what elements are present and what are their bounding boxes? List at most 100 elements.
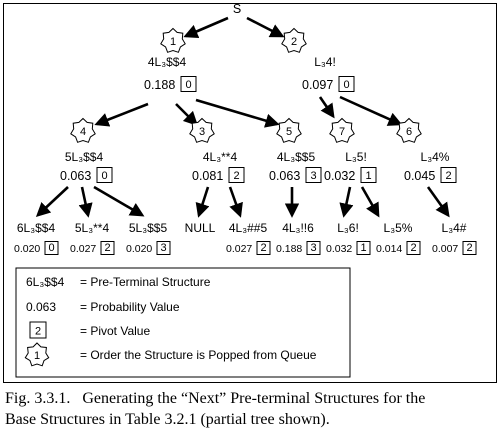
legend-prob-sample: 0.063 — [26, 300, 56, 314]
l6-pivot-value: 3 — [310, 242, 316, 254]
n6-probability: 0.045 — [404, 169, 435, 183]
n7-order-badge-icon — [329, 117, 355, 143]
l2-pivot-box — [100, 241, 115, 255]
n7-pivot-box — [360, 167, 377, 183]
l8-pivot-value: 2 — [410, 242, 416, 254]
l5-probability: 0.027 — [226, 243, 252, 255]
n7-order: 7 — [339, 126, 345, 138]
root-label: S — [233, 2, 241, 16]
edge-n3-l4 — [195, 186, 210, 218]
l7-probability: 0.032 — [326, 243, 352, 255]
l7-structure: L₃6! — [337, 221, 359, 235]
n1-pivot-value: 0 — [185, 79, 191, 91]
legend-structure-sample: 6L₃$$4 — [26, 275, 65, 289]
n4-order-badge-icon — [70, 117, 96, 143]
n1-structure: 4L₃$$4 — [148, 55, 187, 69]
legend-structure-desc: = Pre-Terminal Structure — [80, 275, 211, 289]
n4-probability: 0.063 — [60, 169, 91, 183]
legend-prob-desc: = Probability Value — [80, 300, 180, 314]
l9-structure: L₃4# — [442, 221, 467, 235]
l6-structure: 4L₃!!6 — [282, 221, 314, 235]
legend-pivot-box — [29, 321, 47, 339]
legend-box — [15, 267, 351, 378]
n2-probability: 0.097 — [302, 78, 333, 92]
edge-n1-n4 — [94, 102, 149, 127]
edge-n2-n6 — [339, 95, 403, 126]
l6-pivot-box — [306, 241, 321, 255]
l8-pivot-box — [406, 241, 421, 255]
edge-n6-l9 — [426, 186, 450, 218]
caption-line-2: Base Structures in Table 3.2.1 (partial … — [5, 411, 330, 428]
n3-pivot-box — [228, 167, 245, 183]
l1-pivot-box — [44, 241, 59, 255]
n5-order: 5 — [286, 126, 292, 138]
edges-layer — [35, 16, 450, 218]
l8-probability: 0.014 — [376, 243, 402, 255]
l3-probability: 0.020 — [126, 243, 152, 255]
legend-pivot-desc: = Pivot Value — [80, 324, 150, 338]
edge-root-n2 — [246, 16, 285, 38]
n2-pivot-value: 0 — [343, 79, 349, 91]
edge-n1-n3 — [175, 103, 199, 127]
edge-n7-l8 — [360, 186, 380, 218]
l3-pivot-value: 3 — [160, 242, 166, 254]
n1-pivot-box — [180, 76, 197, 92]
l5-pivot-box — [256, 241, 271, 255]
l5-structure: 4L₃##5 — [229, 221, 268, 235]
n6-pivot-value: 2 — [445, 170, 451, 182]
n7-probability: 0.032 — [324, 169, 355, 183]
n2-order-badge-icon — [281, 27, 307, 53]
n3-structure: 4L₃**4 — [203, 150, 238, 164]
n6-pivot-box — [440, 167, 457, 183]
l7-pivot-box — [356, 241, 371, 255]
edge-n4-l1 — [35, 186, 69, 217]
n4-order: 4 — [80, 126, 86, 138]
legend: 6L₃$$4 = Pre-Terminal Structure 0.063 = … — [15, 267, 351, 378]
n4-structure: 5L₃$$4 — [65, 150, 104, 164]
l2-probability: 0.027 — [70, 243, 96, 255]
legend-order-sample: 1 — [34, 350, 40, 362]
n6-order-badge-icon — [396, 117, 422, 143]
edge-n4-l2 — [78, 186, 93, 218]
l7-pivot-value: 1 — [360, 242, 366, 254]
l9-pivot-value: 2 — [466, 242, 472, 254]
l3-pivot-box — [156, 241, 171, 255]
l1-structure: 6L₃$$4 — [17, 221, 56, 235]
l1-pivot-value: 0 — [48, 242, 54, 254]
edge-root-n1 — [183, 16, 229, 39]
n2-order: 2 — [291, 36, 297, 48]
n7-pivot-value: 1 — [365, 170, 371, 182]
edge-n4-l3 — [93, 185, 145, 217]
n1-order: 1 — [170, 36, 176, 48]
n3-order-badge-icon — [189, 117, 215, 143]
legend-pivot-sample: 2 — [35, 326, 41, 338]
n5-probability: 0.063 — [269, 169, 300, 183]
l4-structure: NULL — [185, 221, 216, 235]
n4-pivot-box — [96, 167, 113, 183]
n3-probability: 0.081 — [192, 169, 223, 183]
l1-probability: 0.020 — [14, 243, 40, 255]
l5-pivot-value: 2 — [260, 242, 266, 254]
n5-order-badge-icon — [276, 117, 302, 143]
l3-structure: 5L₃$$5 — [129, 221, 168, 235]
edge-n3-l5 — [228, 186, 243, 218]
l9-probability: 0.007 — [432, 243, 458, 255]
n3-order: 3 — [199, 126, 205, 138]
n7-structure: L₃5! — [345, 150, 367, 164]
n2-structure: L₃4! — [314, 55, 336, 69]
edge-n1-n5 — [195, 98, 280, 128]
n6-order: 6 — [406, 126, 412, 138]
n5-pivot-value: 3 — [310, 170, 316, 182]
legend-order-desc: = Order the Structure is Popped from Que… — [80, 348, 317, 362]
edge-n2-n7 — [318, 96, 335, 119]
n1-probability: 0.188 — [144, 78, 175, 92]
l2-structure: 5L₃**4 — [75, 221, 110, 235]
edge-n7-l7 — [339, 186, 354, 218]
n6-structure: L₃4% — [421, 150, 450, 164]
n3-pivot-value: 2 — [233, 170, 239, 182]
legend-order-badge-icon — [24, 342, 50, 367]
n1-order-badge-icon — [160, 27, 186, 53]
caption-line-1: Fig. 3.3.1. Generating the “Next” Pre-te… — [5, 390, 426, 407]
n4-pivot-value: 0 — [101, 170, 107, 182]
